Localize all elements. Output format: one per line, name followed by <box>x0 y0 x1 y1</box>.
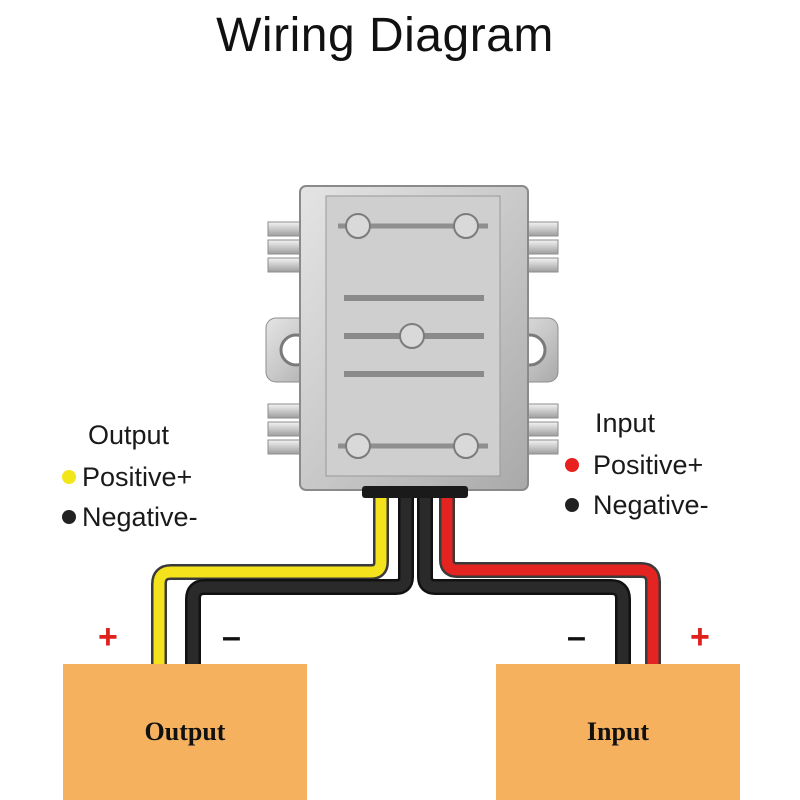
screw-icon <box>453 433 479 459</box>
output-positive-label: Positive+ <box>82 461 193 492</box>
red-dot-icon <box>565 458 579 472</box>
output-minus-sign: – <box>222 618 241 656</box>
input-box-label: Input <box>586 717 650 746</box>
black-dot-icon <box>62 510 76 524</box>
input-box: Input <box>496 664 740 800</box>
output-box: Output <box>63 664 307 800</box>
output-plus-sign: + <box>98 618 118 656</box>
input-minus-sign: – <box>567 618 586 656</box>
output-negative-label: Negative- <box>82 501 198 532</box>
input-legend-positive: Positive+ <box>565 445 709 485</box>
input-negative-wire <box>419 492 629 664</box>
output-legend-negative: Negative- <box>62 497 198 537</box>
output-positive-wire <box>153 492 387 664</box>
input-negative-label: Negative- <box>593 489 709 520</box>
output-negative-wire <box>187 492 412 664</box>
input-legend: Input Positive+ Negative- <box>565 408 709 525</box>
output-legend-heading: Output <box>88 420 170 450</box>
input-positive-label: Positive+ <box>593 449 704 480</box>
input-plus-sign: + <box>690 618 710 656</box>
input-legend-negative: Negative- <box>565 485 709 525</box>
output-legend-positive: Positive+ <box>62 457 198 497</box>
black-dot-icon <box>565 498 579 512</box>
wires <box>151 492 661 664</box>
screw-icon <box>345 433 371 459</box>
input-positive-wire <box>441 492 659 664</box>
screw-icon <box>453 213 479 239</box>
output-legend: Output Positive+ Negative- <box>62 420 198 537</box>
yellow-dot-icon <box>62 470 76 484</box>
cable-gland <box>362 486 468 498</box>
output-box-label: Output <box>144 717 226 746</box>
screw-icon <box>399 323 425 349</box>
diagram-title: Wiring Diagram <box>216 9 554 62</box>
screw-icon <box>345 213 371 239</box>
converter-module <box>265 185 559 498</box>
input-legend-heading: Input <box>595 408 656 438</box>
